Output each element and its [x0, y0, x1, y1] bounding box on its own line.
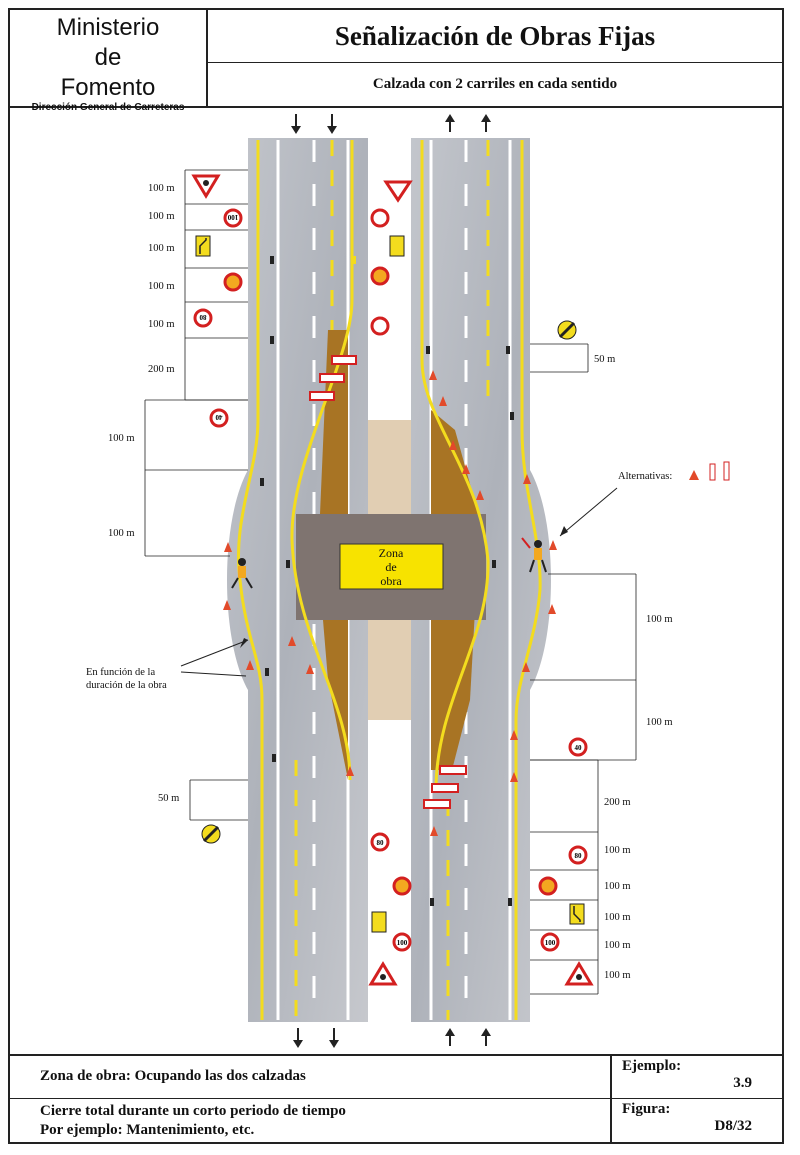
annotation-line1: En función de la	[86, 667, 155, 678]
logo-line3: Fomento	[60, 74, 156, 101]
speed-limit-sign-icon	[223, 272, 243, 292]
flagger-right-icon	[521, 537, 547, 573]
header: Ministerio de Fomento Dirección General …	[10, 10, 782, 113]
dist-label: 100 m	[148, 183, 175, 194]
figure-value: D8/32	[714, 1118, 753, 1134]
footer-example-cell: Ejemplo: 3.9	[612, 1056, 782, 1099]
svg-text:100: 100	[227, 213, 238, 221]
dist-label: 100 m	[604, 940, 631, 951]
zone-label-line1: Zona	[379, 546, 404, 560]
lane-shift-sign-icon	[195, 235, 211, 257]
men-at-work-sign-icon	[564, 961, 594, 986]
alternatives-label: Alternativas:	[618, 471, 672, 482]
speed-limit-sign-icon	[370, 266, 390, 286]
speed-limit-100-sign-icon: 100	[540, 932, 560, 952]
signs-median-bottom: 80 100	[368, 832, 412, 986]
lane-shift-sign-icon	[569, 903, 585, 925]
example-value: 3.9	[733, 1075, 752, 1091]
direction-arrows	[291, 114, 491, 1048]
footer: Zona de obra: Ocupando las dos calzadas …	[10, 1054, 782, 1144]
end-restriction-sign-icon	[557, 320, 577, 340]
dist-label: 200 m	[148, 364, 175, 375]
signs-median-top	[370, 180, 413, 336]
signs-right: 40 80 100	[538, 320, 594, 986]
dist-label: 50 m	[594, 354, 615, 365]
zone-label-line3: obra	[380, 574, 402, 588]
lane-shift-sign-icon	[371, 911, 387, 933]
dimension-lines	[144, 169, 637, 995]
dist-label: 100 m	[108, 433, 135, 444]
traffic-cones	[223, 370, 557, 836]
zone-text: Zona de obra: Ocupando las dos calzadas	[40, 1068, 306, 1084]
speed-limit-100-sign-icon: 100	[392, 932, 412, 952]
logo-line1: Ministerio	[56, 14, 160, 41]
dist-label: 50 m	[158, 793, 179, 804]
men-at-work-sign-icon	[368, 961, 398, 986]
svg-text:100: 100	[545, 939, 556, 947]
ministry-logo: Ministerio de Fomento Dirección General …	[10, 10, 208, 113]
dist-label: 100 m	[604, 912, 631, 923]
callout-lines	[180, 487, 618, 677]
alternatives-icons	[689, 461, 730, 481]
dist-label: 100 m	[148, 281, 175, 292]
svg-text:80: 80	[575, 852, 583, 860]
logo-subtitle: Dirección General de Carreteras	[31, 102, 185, 113]
annotation-line2: duración de la obra	[86, 680, 167, 691]
signs-left: 100 80 40	[191, 174, 243, 844]
speed-limit-80-sign-icon	[370, 316, 390, 336]
page-title: Señalización de Obras Fijas	[208, 10, 782, 63]
svg-text:40: 40	[215, 413, 223, 421]
svg-text:100: 100	[397, 939, 408, 947]
flagger-left-icon	[231, 558, 253, 589]
lane-shift-sign-icon	[389, 235, 405, 257]
svg-text:40: 40	[575, 744, 583, 752]
closure-line1: Cierre total durante un corto periodo de…	[40, 1103, 346, 1119]
dist-label: 100 m	[604, 970, 631, 981]
speed-limit-80-sign-icon: 80	[568, 845, 588, 865]
work-zone-label-box	[339, 543, 444, 590]
speed-limit-sign-icon	[392, 876, 412, 896]
closure-line2: Por ejemplo: Mantenimiento, etc.	[40, 1122, 255, 1138]
speed-limit-80-sign-icon: 80	[193, 308, 213, 328]
dist-label: 100 m	[148, 319, 175, 330]
men-at-work-sign-icon	[383, 180, 413, 203]
speed-limit-40-sign-icon: 40	[209, 408, 229, 428]
dist-label: 100 m	[646, 614, 673, 625]
men-at-work-sign-icon	[191, 174, 221, 199]
dist-label: 100 m	[108, 528, 135, 539]
figure-label: Figura:	[622, 1101, 671, 1117]
dist-label: 100 m	[604, 845, 631, 856]
speed-limit-100-sign-icon	[370, 208, 390, 228]
example-label: Ejemplo:	[622, 1058, 682, 1074]
barrier-boards	[309, 355, 467, 809]
speed-limit-80-sign-icon: 80	[370, 832, 390, 852]
end-restriction-sign-icon	[201, 824, 221, 844]
speed-limit-100-sign-icon: 100	[223, 208, 243, 228]
dist-label: 100 m	[604, 881, 631, 892]
footer-figure-cell: Figura: D8/32	[612, 1099, 782, 1144]
dist-label: 100 m	[148, 211, 175, 222]
speed-limit-sign-icon	[538, 876, 558, 896]
dist-label: 100 m	[148, 243, 175, 254]
footer-zone-cell: Zona de obra: Ocupando las dos calzadas	[10, 1056, 612, 1099]
zone-label-line2: de	[385, 560, 396, 574]
sheet-frame: Ministerio de Fomento Dirección General …	[8, 8, 784, 1144]
dist-label: 100 m	[646, 717, 673, 728]
dist-label: 200 m	[604, 797, 631, 808]
footer-closure-cell: Cierre total durante un corto periodo de…	[10, 1099, 612, 1144]
logo-line2: de	[94, 44, 122, 71]
svg-text:80: 80	[377, 839, 385, 847]
vehicles	[260, 256, 514, 906]
page-subtitle: Calzada con 2 carriles en cada sentido	[372, 76, 618, 92]
speed-limit-40-sign-icon: 40	[568, 737, 588, 757]
svg-text:80: 80	[199, 313, 207, 321]
